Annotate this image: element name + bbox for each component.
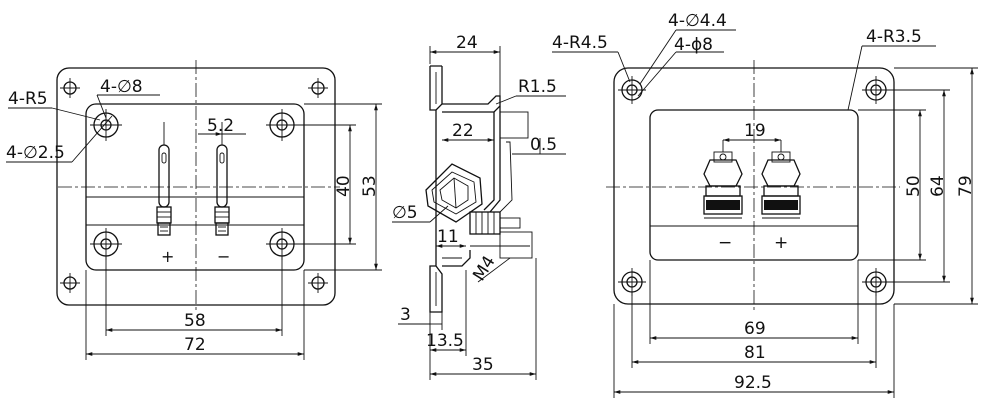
rear-minus-label: − — [718, 233, 732, 253]
front-dim-72: 72 — [184, 335, 206, 355]
rear-dim-50: 50 — [904, 175, 924, 197]
rear-dim-r35: 4-R3.5 — [866, 27, 922, 47]
side-dim-m4: M4 — [469, 252, 499, 284]
front-mount-holes — [90, 109, 298, 260]
side-dim-24: 24 — [456, 33, 478, 53]
side-dim-3: 3 — [400, 305, 411, 325]
front-dim-r5: 4-R5 — [8, 89, 48, 109]
front-terminal-left — [156, 144, 172, 236]
front-dim-58: 58 — [184, 311, 206, 331]
side-dim-d5: ∅5 — [392, 203, 418, 223]
front-terminal-right — [214, 144, 230, 236]
front-dim-d8: 4-∅8 — [100, 77, 143, 97]
front-plus-label: + — [161, 247, 174, 266]
side-dim-r15: R1.5 — [518, 77, 557, 97]
front-view: + − 4-R5 4-∅8 4-∅2.5 5.2 40 53 58 72 — [6, 60, 382, 360]
side-view: 24 R1.5 22 0.5 ∅5 11 M4 3 13.5 35 — [392, 33, 566, 380]
rear-dim-phi8: 4-ϕ8 — [674, 35, 713, 55]
side-dim-11: 11 — [437, 227, 459, 247]
front-corner-holes — [60, 78, 328, 293]
rear-plus-label: + — [774, 233, 788, 253]
rear-dim-79: 79 — [956, 175, 976, 197]
side-dim-05: 0.5 — [530, 135, 557, 155]
rear-corner-holes — [618, 76, 890, 296]
side-dim-35: 35 — [472, 355, 494, 375]
rear-dim-81: 81 — [744, 343, 766, 363]
front-dim-40: 40 — [334, 175, 354, 197]
side-dim-22: 22 — [452, 121, 474, 141]
front-dim-d25: 4-∅2.5 — [6, 143, 65, 163]
rear-dim-r45: 4-R4.5 — [552, 33, 608, 53]
side-screw — [469, 211, 533, 259]
front-minus-label: − — [217, 247, 230, 266]
side-dim-135: 13.5 — [426, 331, 464, 351]
front-dim-52: 5.2 — [207, 116, 234, 136]
front-dim-53: 53 — [360, 175, 380, 197]
rear-dim-d44: 4-∅4.4 — [668, 11, 727, 31]
rear-dim-69: 69 — [744, 319, 766, 339]
rear-binding-post-right — [761, 151, 801, 219]
rear-dim-19: 19 — [744, 121, 766, 141]
rear-dim-925: 92.5 — [734, 373, 772, 393]
side-housing — [425, 163, 483, 223]
rear-dim-64: 64 — [928, 175, 948, 197]
rear-binding-post-left — [703, 151, 743, 219]
rear-view: − + 19 4-R4.5 4-∅4.4 4-ϕ8 4-R3.5 50 64 7… — [552, 11, 978, 398]
